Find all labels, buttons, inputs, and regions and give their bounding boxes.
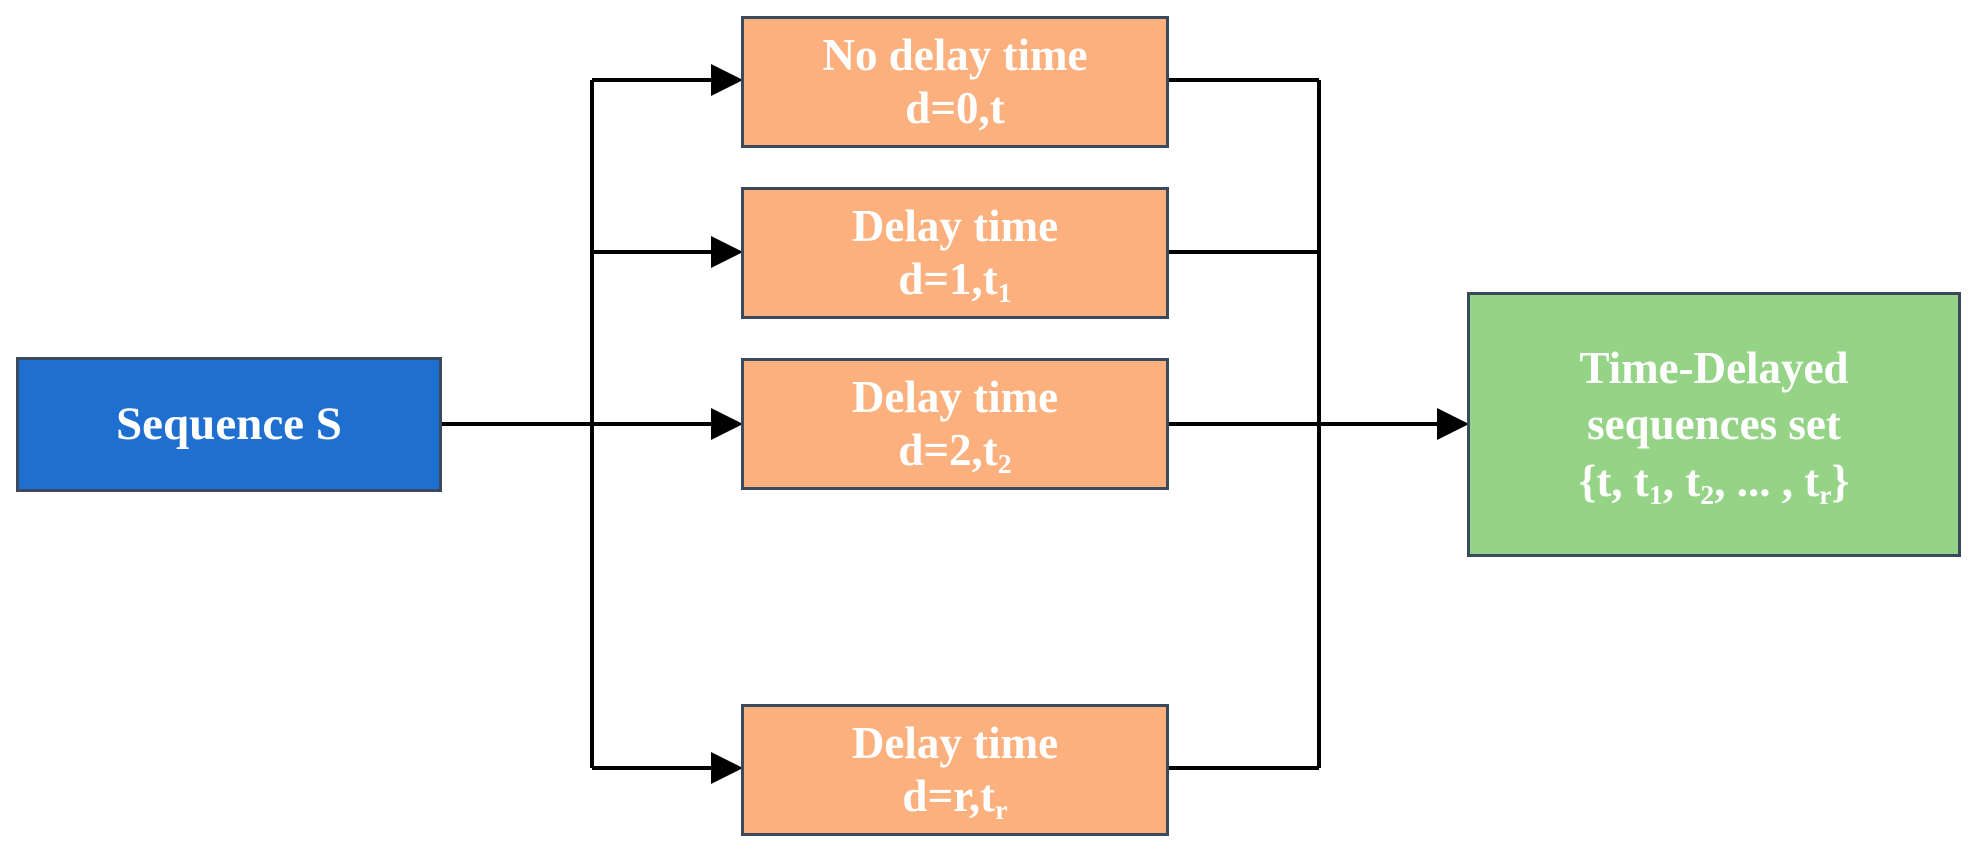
delay-r-box: Delay time d=r,tr bbox=[741, 704, 1169, 836]
result-title-line1: Time-Delayed bbox=[1579, 343, 1849, 394]
no-delay-box: No delay time d=0,t bbox=[741, 16, 1169, 148]
no-delay-title: No delay time bbox=[822, 29, 1088, 80]
result-set-expression: {t, t1, t2, ... , tr} bbox=[1578, 455, 1850, 511]
delay-2-expr: d=2,t2 bbox=[898, 425, 1012, 480]
time-delayed-set-box: Time-Delayed sequences set {t, t1, t2, .… bbox=[1467, 292, 1961, 557]
delay-1-title: Delay time bbox=[851, 200, 1059, 251]
sequence-s-label: Sequence S bbox=[116, 397, 342, 450]
delay-1-expr: d=1,t1 bbox=[898, 254, 1012, 309]
no-delay-expr: d=0,t bbox=[905, 83, 1005, 133]
result-title-line2: sequences set bbox=[1587, 399, 1841, 450]
sequence-s-box: Sequence S bbox=[16, 357, 442, 492]
delay-1-box: Delay time d=1,t1 bbox=[741, 187, 1169, 319]
delay-r-expr: d=r,tr bbox=[902, 771, 1008, 826]
delay-2-title: Delay time bbox=[851, 371, 1059, 422]
delay-2-box: Delay time d=2,t2 bbox=[741, 358, 1169, 490]
delay-r-title: Delay time bbox=[851, 717, 1059, 768]
